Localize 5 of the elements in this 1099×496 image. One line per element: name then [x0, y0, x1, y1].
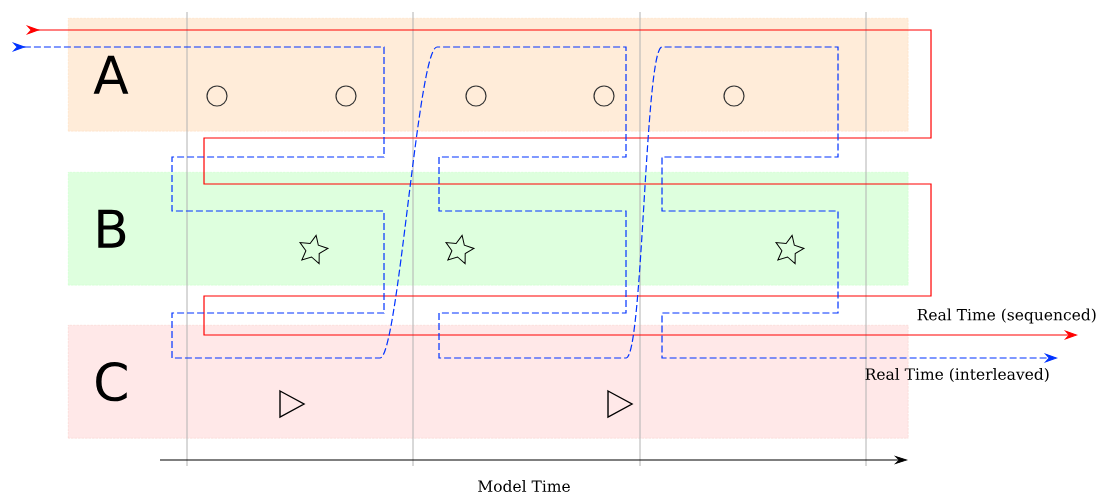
axis-label: Real Time (sequenced) — [917, 308, 1096, 324]
row-band: B — [68, 172, 909, 286]
row-band: A — [68, 18, 909, 132]
axis-label: Model Time — [478, 480, 570, 492]
axis-label: Real Time (interleaved) — [865, 367, 1049, 383]
